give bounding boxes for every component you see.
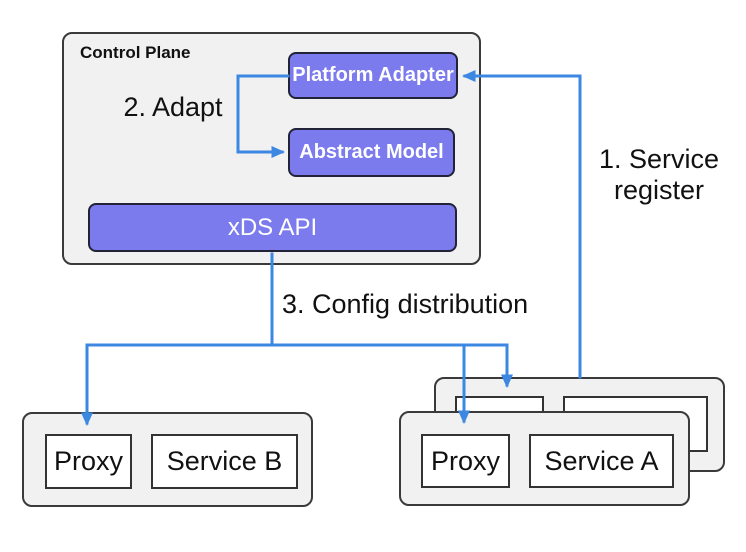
service-a-proxy-label: Proxy <box>430 445 501 476</box>
service-b-label: Service B <box>166 446 283 476</box>
control-plane-label: Control Plane <box>80 43 191 62</box>
service-b-proxy-label: Proxy <box>53 446 124 476</box>
step-service-register-label: 1. Service register <box>598 144 720 206</box>
service-b-box: Service B <box>151 434 298 489</box>
abstract-model-label: Abstract Model <box>299 141 444 163</box>
xds-api-node: xDS API <box>88 203 457 252</box>
xds-api-label: xDS API <box>227 213 318 241</box>
service-b-proxy-box: Proxy <box>45 434 132 489</box>
service-a-box: Service A <box>529 434 674 488</box>
service-a-proxy-box: Proxy <box>421 434 510 488</box>
step-config-distribution-label: 3. Config distribution <box>282 289 529 319</box>
arrow-service-register <box>462 70 582 379</box>
service-b-group: Proxy Service B <box>22 412 313 507</box>
service-a-group: Proxy Service A <box>399 411 690 506</box>
platform-adapter-label: Platform Adapter <box>292 64 454 86</box>
service-a-label: Service A <box>544 445 659 476</box>
step-adapt-label: 2. Adapt <box>123 92 223 122</box>
abstract-model-node: Abstract Model <box>288 128 455 177</box>
platform-adapter-node: Platform Adapter <box>288 52 458 99</box>
